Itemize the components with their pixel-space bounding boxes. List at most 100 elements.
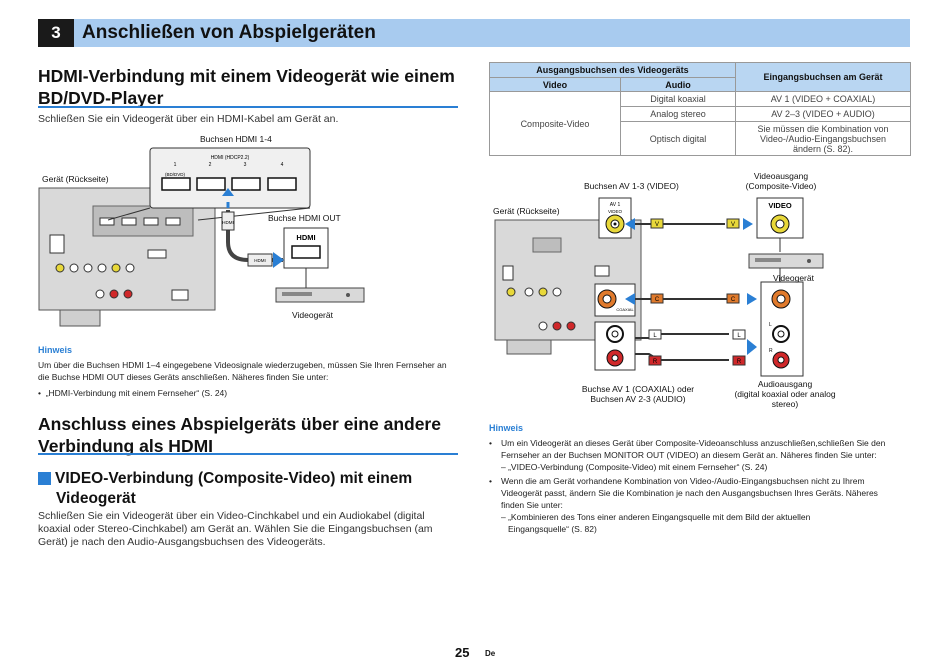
language-code: De bbox=[485, 649, 496, 658]
receiver-rear-panel bbox=[38, 187, 216, 327]
svg-text:HDMI: HDMI bbox=[296, 233, 315, 242]
av1-video-jack: AV 1 VIDEO bbox=[598, 197, 632, 239]
heading-line: HDMI-Verbindung mit einem Videogerät wie… bbox=[38, 66, 455, 86]
label-video-device: Videogerät bbox=[773, 273, 814, 283]
table-cell-input: AV 1 (VIDEO + COAXIAL) bbox=[735, 91, 911, 107]
heading-line: Anschluss eines Abspielgeräts über eine … bbox=[38, 414, 441, 434]
hdmi-connection-diagram: HDMI (HDCP2.2) 1 2 3 4 (BD/DVD) HDMI HDM… bbox=[38, 147, 365, 327]
hinweis-link-text: „HDMI-Verbindung mit einem Fernseher“ (S… bbox=[45, 388, 228, 398]
svg-text:L: L bbox=[653, 333, 657, 339]
svg-text:HDMI: HDMI bbox=[254, 258, 266, 263]
label-hdmi-inputs: Buchsen HDMI 1-4 bbox=[200, 134, 272, 144]
receiver-rear-panel bbox=[494, 219, 642, 355]
svg-text:V: V bbox=[731, 222, 735, 228]
chapter-header-bar bbox=[38, 19, 910, 47]
hinweis-link-text: – „Kombinieren des Tons einer anderen Ei… bbox=[501, 512, 811, 522]
svg-text:1: 1 bbox=[174, 162, 177, 168]
label-line: Buchse AV 1 (COAXIAL) oder bbox=[581, 384, 695, 394]
svg-text:R: R bbox=[769, 348, 773, 354]
right-hinweis-text: • Um ein Videogerät an dieses Gerät über… bbox=[489, 437, 914, 535]
text-line: koaxial oder Stereo-Cinchkabel) am Gerät… bbox=[38, 523, 433, 535]
table-row: Analog stereo AV 2–3 (VIDEO + AUDIO) bbox=[490, 106, 911, 122]
hinweis-link-text: – „VIDEO-Verbindung (Composite-Video) mi… bbox=[501, 462, 768, 472]
svg-text:COAXIAL: COAXIAL bbox=[616, 307, 634, 312]
heading-line: Verbindung als HDMI bbox=[38, 436, 214, 456]
other-section-heading: Anschluss eines Abspielgeräts über eine … bbox=[38, 413, 458, 457]
hinweis-title: Hinweis bbox=[489, 423, 524, 433]
section-divider bbox=[38, 453, 458, 455]
label-device-rear: Gerät (Rückseite) bbox=[42, 174, 109, 184]
section-marker-icon bbox=[38, 472, 51, 486]
hinweis-bullet: • Um ein Videogerät an dieses Gerät über… bbox=[489, 437, 914, 473]
text-line: die Buchse HDMI OUT dieses Geräts anschl… bbox=[38, 372, 329, 382]
svg-text:L: L bbox=[737, 333, 741, 339]
table-cell-video: Composite-Video bbox=[489, 91, 621, 156]
text-line: Wenn die am Gerät vorhandene Kombination… bbox=[501, 476, 865, 486]
svg-text:V: V bbox=[655, 222, 659, 228]
svg-text:HDMI: HDMI bbox=[222, 220, 234, 225]
label-line: Audioausgang bbox=[757, 379, 813, 389]
table-cell-audio: Digital koaxial bbox=[620, 91, 736, 107]
page-number: 25 bbox=[455, 645, 470, 660]
table-row: Composite-Video Digital koaxial AV 1 (VI… bbox=[489, 91, 911, 156]
svg-text:R: R bbox=[737, 359, 742, 365]
video-out-jack: VIDEO bbox=[743, 197, 804, 252]
composite-intro-text: Schließen Sie ein Videogerät über ein Vi… bbox=[38, 510, 478, 549]
label-device-rear: Gerät (Rückseite) bbox=[493, 206, 560, 216]
label-line: (digital koaxial oder analog bbox=[734, 389, 836, 399]
av-audio-jacks bbox=[594, 321, 636, 371]
hdmi-section-heading: HDMI-Verbindung mit einem Videogerät wie… bbox=[38, 65, 458, 109]
text-line: Um ein Videogerät an dieses Gerät über C… bbox=[501, 438, 886, 448]
table-cell-audio: Analog stereo bbox=[620, 106, 736, 122]
label-line: (Composite-Video) bbox=[745, 181, 817, 191]
label-line: Buchsen AV 2-3 (AUDIO) bbox=[590, 394, 686, 404]
svg-text:VIDEO: VIDEO bbox=[768, 201, 792, 210]
svg-text:C: C bbox=[731, 297, 736, 303]
table-header-output: Ausgangsbuchsen des Videogeräts bbox=[489, 62, 736, 78]
label-av-coax: Buchse AV 1 (COAXIAL) oder Buchsen AV 2-… bbox=[568, 384, 708, 404]
svg-text:2: 2 bbox=[209, 162, 212, 168]
table-row: Optisch digital Sie müssen die Kombinati… bbox=[490, 121, 911, 156]
text-line: Gerät) je nach den Audio-Ausgangsbuchsen… bbox=[38, 536, 326, 548]
heading-line: VIDEO-Verbindung (Composite-Video) mit e… bbox=[55, 470, 413, 487]
bullet-body: Wenn die am Gerät vorhandene Kombination… bbox=[501, 475, 878, 535]
label-line: Videoausgang bbox=[753, 171, 809, 181]
svg-text:VIDEO: VIDEO bbox=[608, 209, 623, 214]
svg-text:(BD/DVD): (BD/DVD) bbox=[165, 172, 186, 177]
hinweis-bullet: • Wenn die am Gerät vorhandene Kombinati… bbox=[489, 475, 914, 535]
video-device bbox=[748, 253, 824, 282]
composite-connection-diagram: AV 1 VIDEO COAXIAL V V C C L R L R VIDEO bbox=[494, 197, 824, 377]
hinweis-title: Hinweis bbox=[38, 345, 73, 355]
hinweis-link-text: Eingangsquelle“ (S. 82) bbox=[508, 524, 597, 534]
heading-line: BD/DVD-Player bbox=[38, 88, 164, 108]
hinweis-text: Um über die Buchsen HDMI 1–4 eingegebene… bbox=[38, 359, 468, 399]
composite-sub-heading: VIDEO-Verbindung (Composite-Video) mit e… bbox=[38, 469, 458, 509]
label-video-out: Videoausgang (Composite-Video) bbox=[735, 171, 827, 191]
svg-text:AV 1: AV 1 bbox=[610, 202, 621, 208]
text-line: Videogerät passt, ändern Sie die Kombina… bbox=[501, 488, 878, 498]
svg-text:4: 4 bbox=[281, 162, 284, 168]
label-audio-out: Audioausgang (digital koaxial oder analo… bbox=[726, 379, 844, 409]
cell-line: Video-/Audio-Eingangsbuchsen bbox=[760, 133, 886, 144]
chapter-number: 3 bbox=[38, 19, 74, 47]
bullet-body: Um ein Videogerät an dieses Gerät über C… bbox=[501, 437, 885, 473]
label-av-video: Buchsen AV 1-3 (VIDEO) bbox=[584, 181, 679, 191]
table-header-input: Eingangsbuchsen am Gerät bbox=[735, 62, 911, 92]
svg-text:3: 3 bbox=[244, 162, 247, 168]
svg-text:R: R bbox=[653, 359, 658, 365]
hdmi-out-jack: HDMI bbox=[283, 227, 329, 288]
section-divider bbox=[38, 106, 458, 108]
label-line: stereo) bbox=[771, 399, 799, 409]
jack-combination-table: Ausgangsbuchsen des Videogeräts Eingangs… bbox=[489, 62, 911, 156]
label-hdmi-out: Buchse HDMI OUT bbox=[268, 213, 341, 223]
hdmi-intro-text: Schließen Sie ein Videogerät über ein HD… bbox=[38, 113, 339, 125]
audio-out-jacks: L R bbox=[747, 281, 804, 377]
bullet-glyph: • bbox=[489, 438, 492, 448]
table-subheader-video: Video bbox=[489, 77, 621, 92]
text-line: Fernseher an der Buchsen MONITOR OUT (VI… bbox=[501, 450, 877, 460]
cell-line: Sie müssen die Kombination von bbox=[757, 123, 889, 134]
svg-text:HDMI (HDCP2.2): HDMI (HDCP2.2) bbox=[211, 155, 250, 161]
chapter-title: Anschließen von Abspielgeräten bbox=[82, 22, 376, 43]
table-cell-input: Sie müssen die Kombination von Video-/Au… bbox=[735, 121, 911, 156]
hinweis-bullet: • „HDMI-Verbindung mit einem Fernseher“ … bbox=[38, 388, 228, 398]
